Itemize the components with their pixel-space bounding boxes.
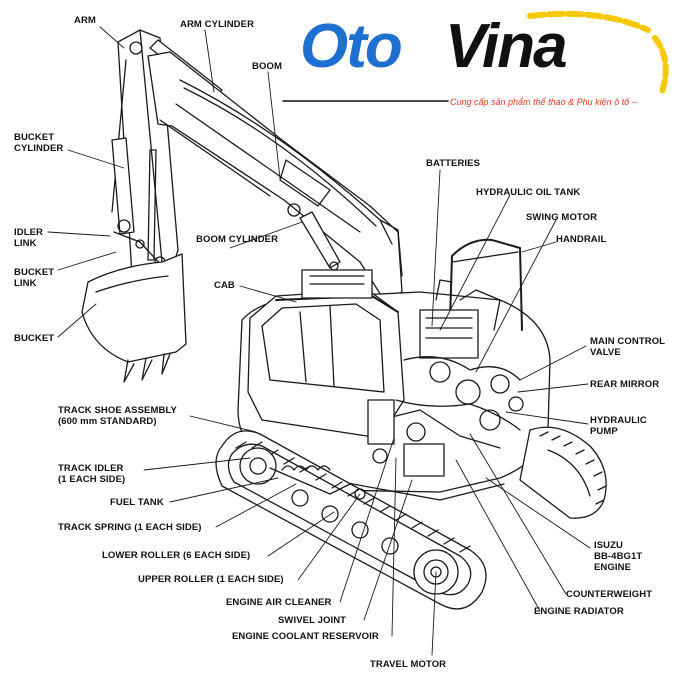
cab-shape xyxy=(247,269,405,439)
label-hydraulic-oil-tank: HYDRAULIC OIL TANK xyxy=(476,187,581,198)
label-engine-air-cleaner: ENGINE AIR CLEANER xyxy=(226,597,332,608)
label-main-control-valve: MAIN CONTROL VALVE xyxy=(590,336,666,358)
label-bucket: BUCKET xyxy=(14,333,55,344)
logo-tagline: Cung cấp sản phẩm thể thao & Phụ kiện ô … xyxy=(450,97,638,107)
label-fuel-tank: FUEL TANK xyxy=(110,497,164,508)
label-handrail: HANDRAIL xyxy=(556,234,607,245)
label-cab: CAB xyxy=(214,280,235,291)
label-arm-cylinder: ARM CYLINDER xyxy=(180,19,255,30)
label-track-spring: TRACK SPRING (1 EACH SIDE) xyxy=(58,522,202,533)
label-track-idler: TRACK IDLER (1 EACH SIDE) xyxy=(58,463,126,485)
label-batteries: BATTERIES xyxy=(426,158,481,169)
label-counterweight: COUNTERWEIGHT xyxy=(566,589,653,600)
label-rear-mirror: REAR MIRROR xyxy=(590,379,660,390)
label-engine-coolant-reservoir: ENGINE COOLANT RESERVOIR xyxy=(232,631,379,642)
label-travel-motor: TRAVEL MOTOR xyxy=(370,659,447,670)
machinery-cluster xyxy=(367,279,524,477)
label-boom: BOOM xyxy=(252,61,282,72)
label-lower-roller: LOWER ROLLER (6 EACH SIDE) xyxy=(102,550,251,561)
label-bucket-cylinder: BUCKET CYLINDER xyxy=(14,132,64,154)
boom-shape xyxy=(147,51,403,301)
handrail-shape xyxy=(449,238,523,331)
bucket-shape xyxy=(81,253,187,383)
label-boom-cylinder: BOOM CYLINDER xyxy=(196,234,279,245)
label-swivel-joint: SWIVEL JOINT xyxy=(278,615,347,626)
hydraulic-lines xyxy=(179,79,403,277)
logo-swoosh xyxy=(527,10,669,95)
label-track-shoe-assembly: TRACK SHOE ASSEMBLY (600 mm STANDARD) xyxy=(58,405,177,427)
label-swing-motor: SWING MOTOR xyxy=(526,212,598,223)
bucket-cylinder-shape xyxy=(111,137,163,267)
logo-text-vina: Vina xyxy=(445,12,568,81)
label-hydraulic-pump: HYDRAULIC PUMP xyxy=(590,415,647,437)
logo-text-oto: Oto xyxy=(300,12,403,81)
label-bucket-link: BUCKET LINK xyxy=(14,267,55,289)
boom-cylinder-shape xyxy=(299,211,341,271)
leader-lines xyxy=(47,26,591,656)
label-arm: ARM xyxy=(74,15,96,26)
label-upper-roller: UPPER ROLLER (1 EACH SIDE) xyxy=(138,574,284,585)
label-isuzu-engine: ISUZU BB-4BG1T ENGINE xyxy=(594,540,643,573)
label-idler-link: IDLER LINK xyxy=(14,227,43,249)
far-track xyxy=(519,426,607,519)
label-engine-radiator: ENGINE RADIATOR xyxy=(534,606,624,617)
